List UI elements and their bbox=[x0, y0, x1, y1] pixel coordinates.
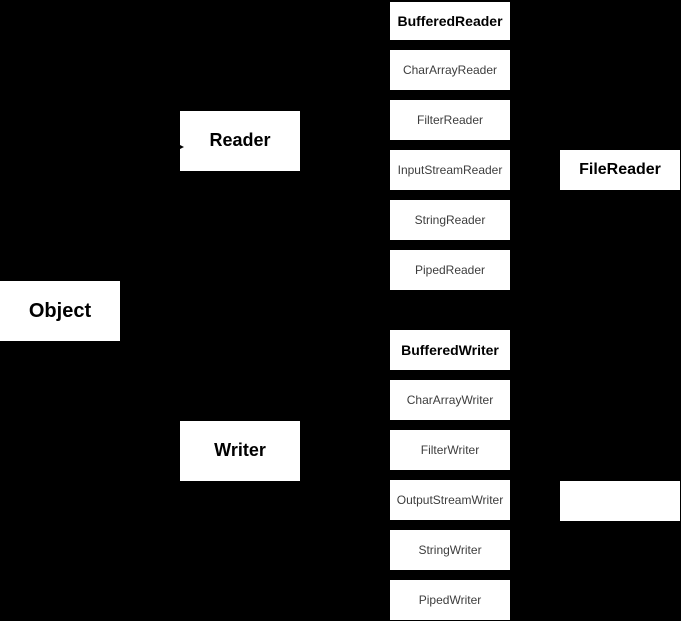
node-char-array-writer: CharArrayWriter bbox=[390, 380, 510, 420]
node-piped-reader: PipedReader bbox=[390, 250, 510, 290]
node-object: Object bbox=[0, 281, 120, 341]
node-piped-writer: PipedWriter bbox=[390, 580, 510, 620]
node-string-writer: StringWriter bbox=[390, 530, 510, 570]
node-filter-reader: FilterReader bbox=[390, 100, 510, 140]
node-string-reader: StringReader bbox=[390, 200, 510, 240]
node-buffered-reader: BufferedReader bbox=[390, 2, 510, 40]
node-reader: Reader bbox=[180, 111, 300, 171]
node-file-reader: FileReader bbox=[560, 150, 680, 190]
node-writer: Writer bbox=[180, 421, 300, 481]
node-buffered-writer: BufferedWriter bbox=[390, 330, 510, 370]
node-file-writer bbox=[560, 481, 680, 521]
node-input-stream-reader: InputStreamReader bbox=[390, 150, 510, 190]
node-output-stream-writer: OutputStreamWriter bbox=[390, 480, 510, 520]
node-char-array-reader: CharArrayReader bbox=[390, 50, 510, 90]
node-filter-writer: FilterWriter bbox=[390, 430, 510, 470]
connector-arrowhead-icon bbox=[176, 143, 184, 151]
